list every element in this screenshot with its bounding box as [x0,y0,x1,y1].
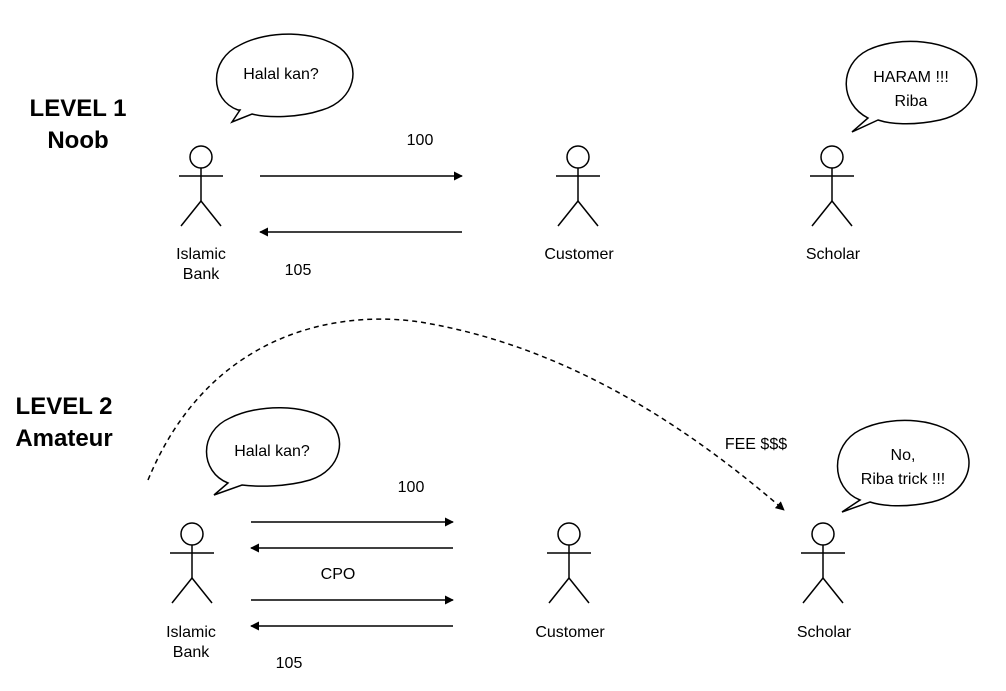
bank-speech-bubble-2: Halal kan? [205,407,341,496]
level-1-subtitle: Noob [47,127,108,154]
customer-actor-icon-2 [546,522,592,604]
amount-back-label: 105 [285,262,312,279]
bank-label-line-1-2: Islamic [166,624,216,641]
scholar-speech-bubble-2: No, Riba trick !!! [836,419,970,513]
bank-label-line-1: Islamic [176,246,226,263]
customer-label-2: Customer [535,624,605,641]
bank-actor-icon [178,145,224,227]
scholar-speech-line-1-2: No, [891,447,916,464]
bank-label-line-2: Bank [183,266,220,283]
customer-label: Customer [544,246,614,263]
scholar-label-2: Scholar [797,624,852,641]
scholar-actor-icon-2 [800,522,846,604]
amount-out-label-2: 100 [398,479,425,496]
amount-back-label-2: 105 [276,655,303,672]
bank-actor-icon-2 [169,522,215,604]
level-1-section: LEVEL 1 Noob Halal kan? HARAM !!! Riba I… [30,33,978,283]
scholar-speech-line-2-2: Riba trick !!! [861,471,945,488]
bank-speech-text: Halal kan? [243,66,319,83]
bank-speech-bubble: Halal kan? [215,33,354,124]
level-2-subtitle: Amateur [15,425,112,452]
scholar-label: Scholar [806,246,861,263]
bank-speech-text-2: Halal kan? [234,443,310,460]
scholar-speech-line-2: Riba [895,93,928,110]
level-1-title: LEVEL 1 [30,95,127,122]
scholar-speech-line-1: HARAM !!! [873,69,949,86]
bank-label-line-2-2: Bank [173,644,210,661]
level-2-title: LEVEL 2 [16,393,113,420]
cpo-label: CPO [321,566,356,583]
scholar-actor-icon [809,145,855,227]
level-2-section: LEVEL 2 Amateur FEE $$$ Halal kan? No, R… [15,318,970,672]
amount-out-label: 100 [407,132,434,149]
customer-actor-icon [555,145,601,227]
scholar-speech-bubble: HARAM !!! Riba [845,40,978,133]
fee-label: FEE $$$ [725,436,787,453]
